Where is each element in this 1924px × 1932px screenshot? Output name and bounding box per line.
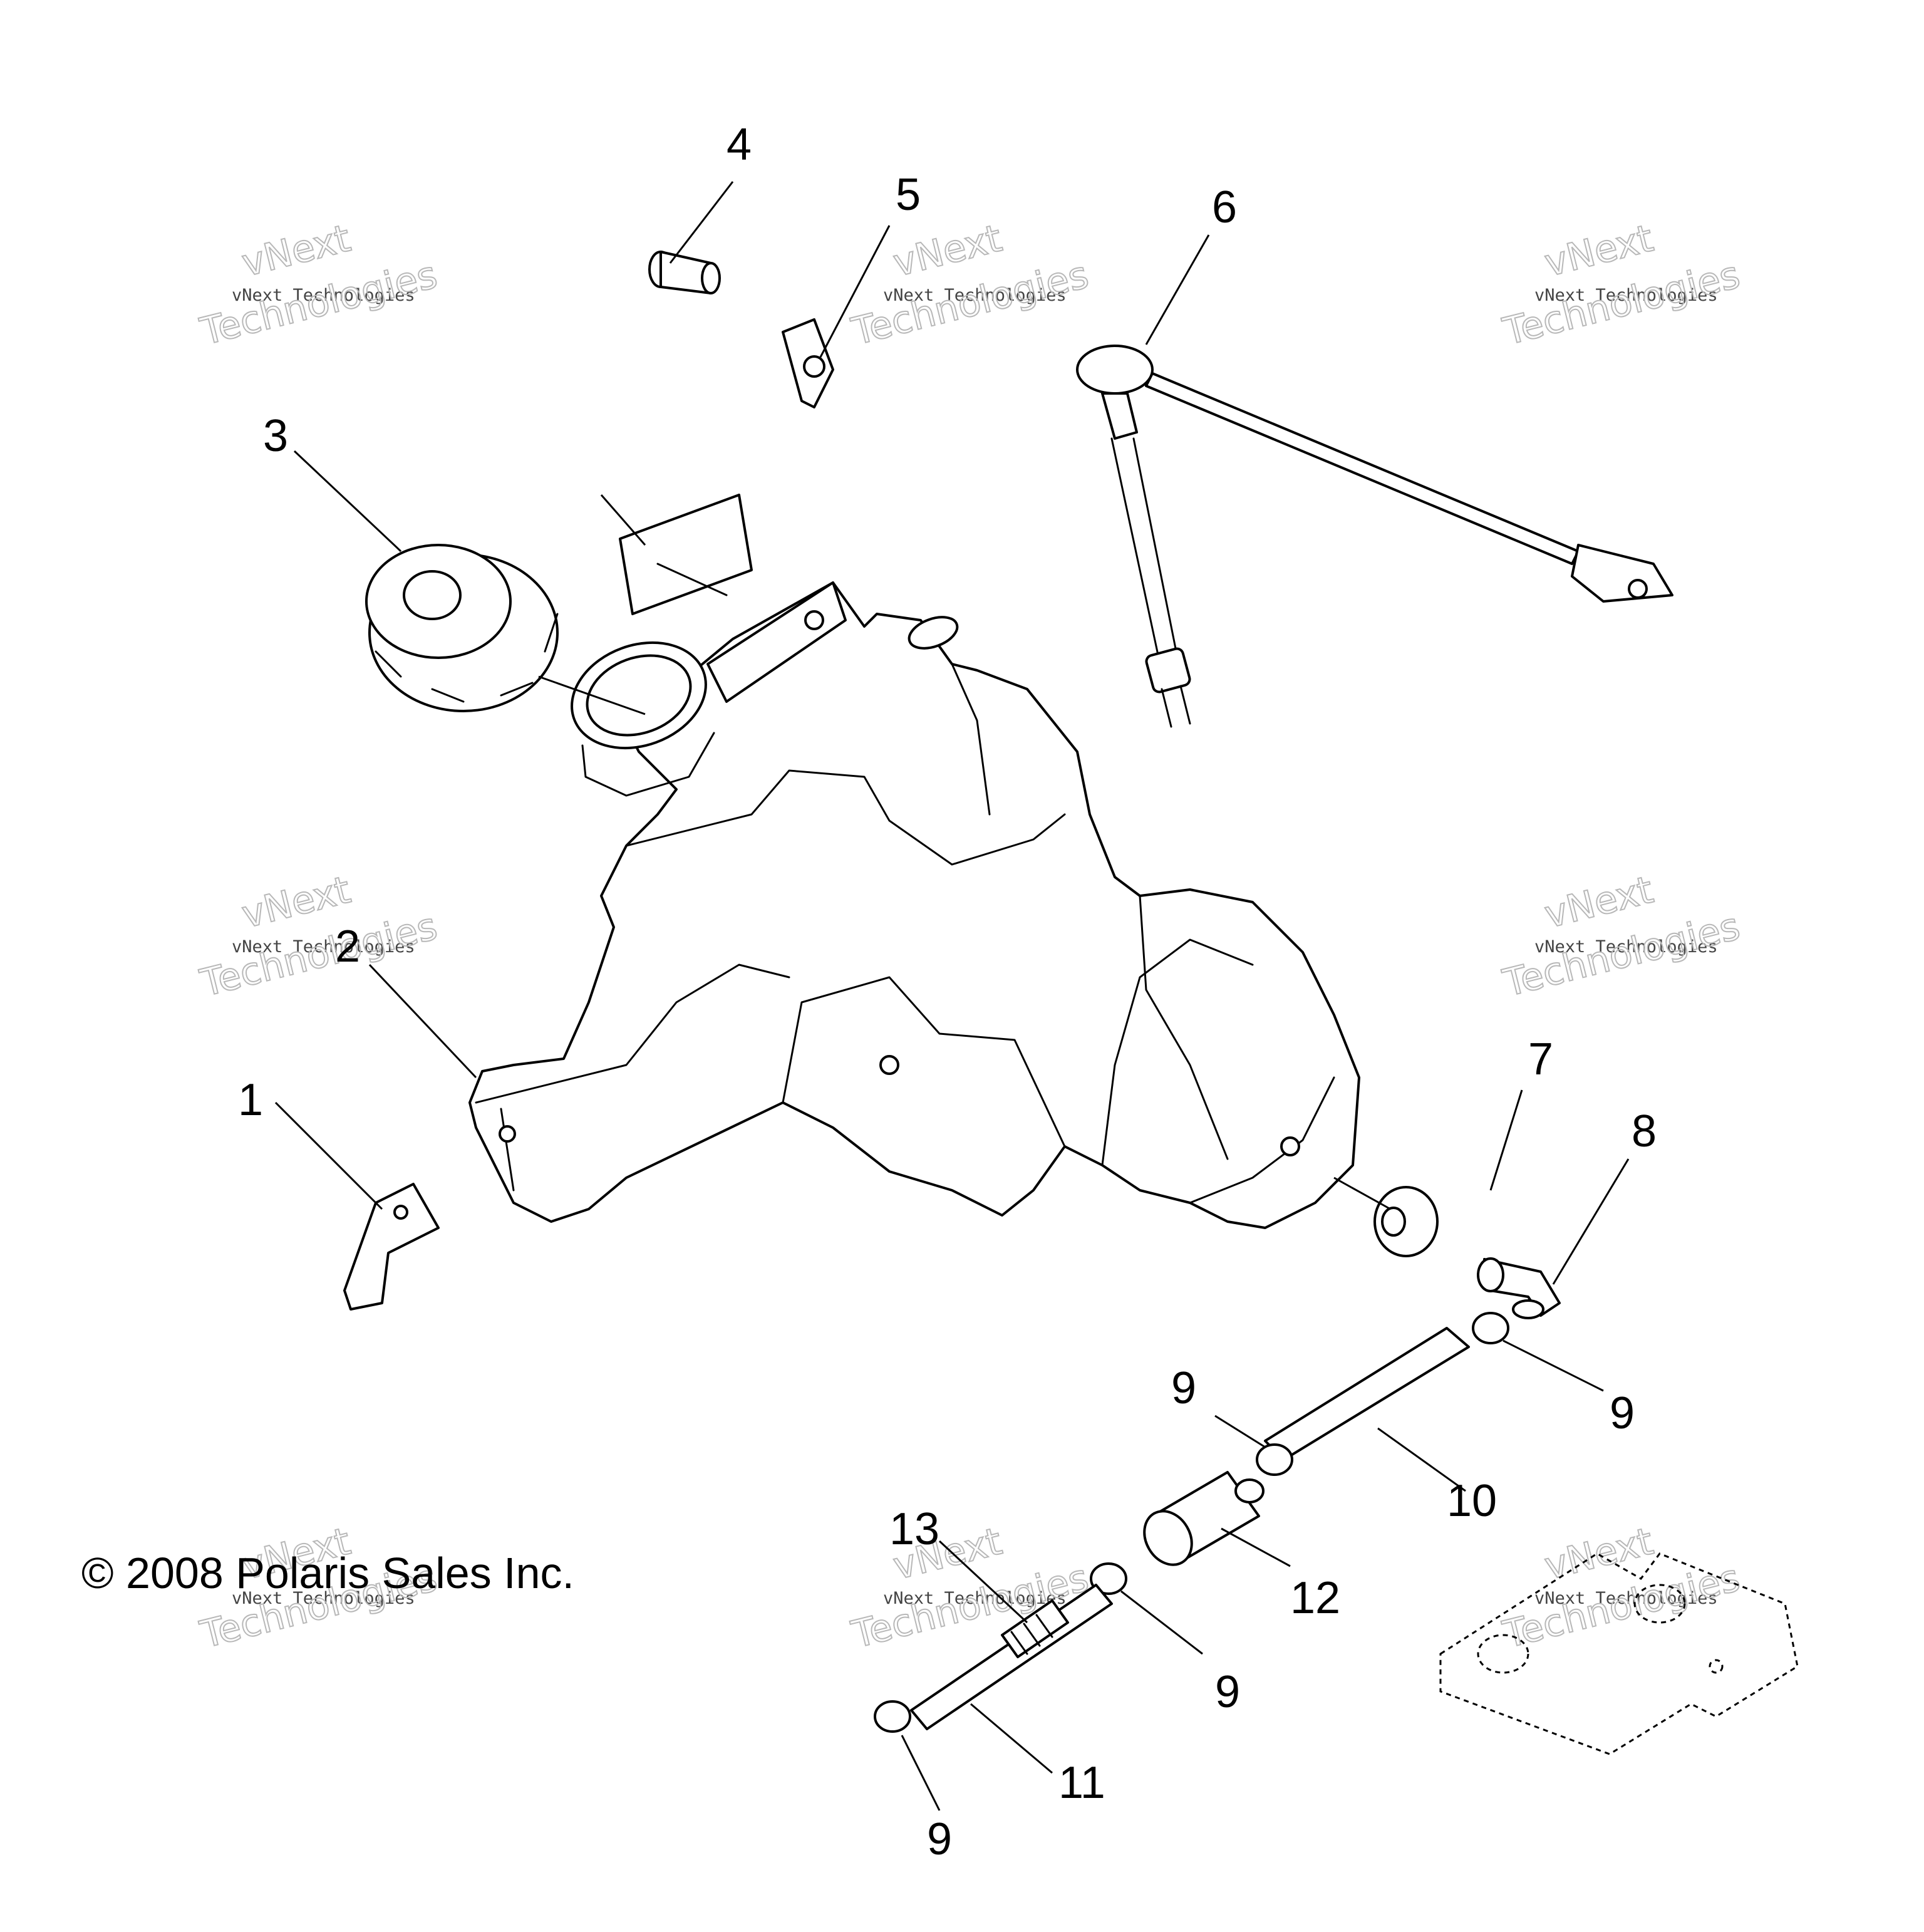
hose-clamp bbox=[1256, 1443, 1293, 1476]
callout-12: 13 bbox=[889, 1504, 939, 1554]
fuel-sender bbox=[1076, 345, 1673, 728]
filler-neck-inner bbox=[586, 654, 692, 737]
svg-text:vNext Technologies: vNext Technologies bbox=[232, 937, 415, 957]
watermark: vNext vNext Technologies Technologies bbox=[1498, 1519, 1745, 1658]
hose-clamp bbox=[1090, 1562, 1127, 1595]
svg-text:vNext Technologies: vNext Technologies bbox=[1534, 286, 1718, 305]
fuel-hose bbox=[1264, 1327, 1470, 1461]
svg-text:vNext Technologies: vNext Technologies bbox=[1534, 937, 1718, 957]
watermark: vNext vNext Technologies Technologies bbox=[1498, 216, 1745, 355]
fuel-tank bbox=[468, 581, 1360, 1229]
decal bbox=[619, 494, 753, 615]
wire-connector bbox=[1571, 544, 1673, 603]
hose-clamp bbox=[1472, 1312, 1509, 1344]
svg-text:vNext: vNext bbox=[889, 216, 1006, 285]
svg-text:vNext: vNext bbox=[1540, 868, 1657, 937]
svg-text:vNext Technologies: vNext Technologies bbox=[883, 286, 1067, 305]
tank-front-hole bbox=[499, 1125, 516, 1143]
callout-9: 9 bbox=[927, 1814, 952, 1864]
svg-text:Technologies: Technologies bbox=[196, 253, 442, 354]
clip-nut bbox=[782, 318, 834, 408]
tank-mount-hole bbox=[804, 610, 824, 630]
callout-10: 10 bbox=[1447, 1476, 1497, 1526]
fuel-filter-outlet bbox=[1234, 1478, 1265, 1504]
leader-lines bbox=[274, 181, 1630, 1811]
svg-text:vNext Technologies: vNext Technologies bbox=[1534, 1589, 1718, 1608]
callout-6: 6 bbox=[1212, 182, 1237, 232]
svg-text:vNext Technologies: vNext Technologies bbox=[232, 1589, 415, 1608]
callouts: 1 2 3 4 5 6 7 8 9 9 9 9 10 11 12 13 bbox=[238, 120, 1657, 1864]
fuel-sender-float bbox=[1145, 647, 1191, 693]
grommet bbox=[1373, 1186, 1439, 1257]
fuel-sender-thread bbox=[1101, 392, 1138, 440]
pin bbox=[648, 251, 721, 294]
fuel-cap bbox=[365, 544, 559, 712]
watermark: vNext vNext Technologies Technologies bbox=[195, 867, 442, 1006]
svg-text:Technologies: Technologies bbox=[196, 905, 442, 1005]
vent-nipple bbox=[908, 616, 959, 650]
fuel-sender-wire bbox=[1145, 372, 1580, 565]
fuel-sender-head bbox=[1076, 345, 1154, 395]
hose-clamp bbox=[874, 1700, 911, 1733]
bracket bbox=[343, 1183, 440, 1311]
callout-3: 3 bbox=[263, 411, 288, 461]
callout-5: 5 bbox=[896, 170, 921, 220]
callout-9: 9 bbox=[1610, 1388, 1635, 1438]
svg-text:Technologies: Technologies bbox=[1499, 253, 1744, 354]
gasket-outline bbox=[1439, 1552, 1799, 1755]
tank-outlet-hole bbox=[1280, 1136, 1300, 1156]
svg-text:Technologies: Technologies bbox=[1499, 1556, 1744, 1657]
grommet-hole bbox=[1381, 1207, 1406, 1237]
svg-text:Technologies: Technologies bbox=[847, 253, 1093, 354]
fuel-line-assembly bbox=[874, 1312, 1509, 1733]
callout-10: 11 bbox=[1058, 1758, 1105, 1808]
copyright-text: © 2008 Polaris Sales Inc. bbox=[81, 1549, 574, 1597]
fuel-cap-center bbox=[403, 570, 462, 620]
tank-center-hole bbox=[879, 1055, 899, 1075]
elbow-fitting bbox=[1477, 1257, 1561, 1319]
svg-text:vNext: vNext bbox=[1540, 216, 1657, 285]
watermark: vNext vNext Technologies Technologies bbox=[1498, 867, 1745, 1006]
svg-text:Technologies: Technologies bbox=[1499, 905, 1744, 1005]
fuel-filter-inlet bbox=[1143, 1510, 1193, 1566]
svg-text:vNext: vNext bbox=[237, 216, 354, 285]
svg-text:vNext Technologies: vNext Technologies bbox=[232, 286, 415, 305]
callout-11: 12 bbox=[1290, 1573, 1340, 1623]
callout-9: 9 bbox=[1215, 1667, 1240, 1717]
svg-text:vNext Technologies: vNext Technologies bbox=[883, 1589, 1067, 1608]
callout-7: 7 bbox=[1528, 1034, 1553, 1084]
watermark: vNext vNext Technologies Technologies bbox=[195, 216, 442, 355]
callout-4: 4 bbox=[727, 120, 752, 170]
callout-2: 2 bbox=[335, 922, 360, 972]
callout-8: 8 bbox=[1632, 1106, 1657, 1156]
callout-1: 1 bbox=[238, 1075, 263, 1125]
callout-9: 9 bbox=[1171, 1363, 1196, 1413]
